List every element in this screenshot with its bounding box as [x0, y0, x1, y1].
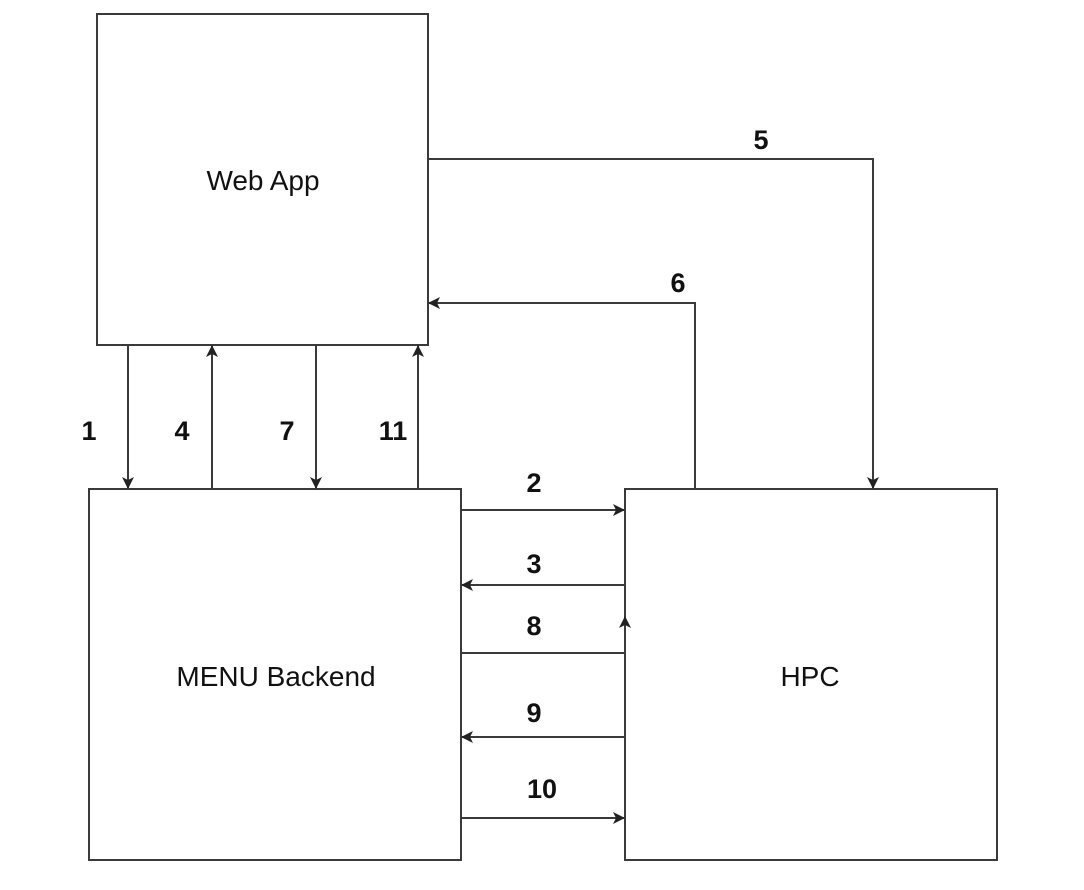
- menu-backend-box: [88, 488, 462, 861]
- edge-label-10: 10: [527, 774, 557, 804]
- edge-label-4: 4: [174, 416, 189, 446]
- edge-label-7: 7: [279, 416, 294, 446]
- edge-label-11: 11: [379, 416, 408, 446]
- web-app-node: Web App: [96, 13, 429, 346]
- edge-label-5: 5: [753, 125, 768, 155]
- edge-label-6: 6: [670, 268, 685, 298]
- menu-backend-label: MENU Backend: [176, 661, 375, 692]
- edge-label-1: 1: [81, 416, 96, 446]
- edge-label-9: 9: [526, 698, 541, 728]
- hpc-box: [624, 488, 998, 861]
- hpc-label: HPC: [780, 661, 839, 692]
- edge-label-3: 3: [526, 549, 541, 579]
- web-app-label: Web App: [206, 165, 319, 196]
- menu-backend-node: MENU Backend: [88, 488, 462, 861]
- arrow-6: [428, 297, 696, 489]
- arrow-5: [428, 158, 879, 489]
- arrow-8: [461, 616, 631, 654]
- web-app-box: [96, 13, 429, 346]
- edge-label-8: 8: [526, 611, 541, 641]
- hpc-node: HPC: [624, 488, 998, 861]
- edge-label-2: 2: [526, 468, 541, 498]
